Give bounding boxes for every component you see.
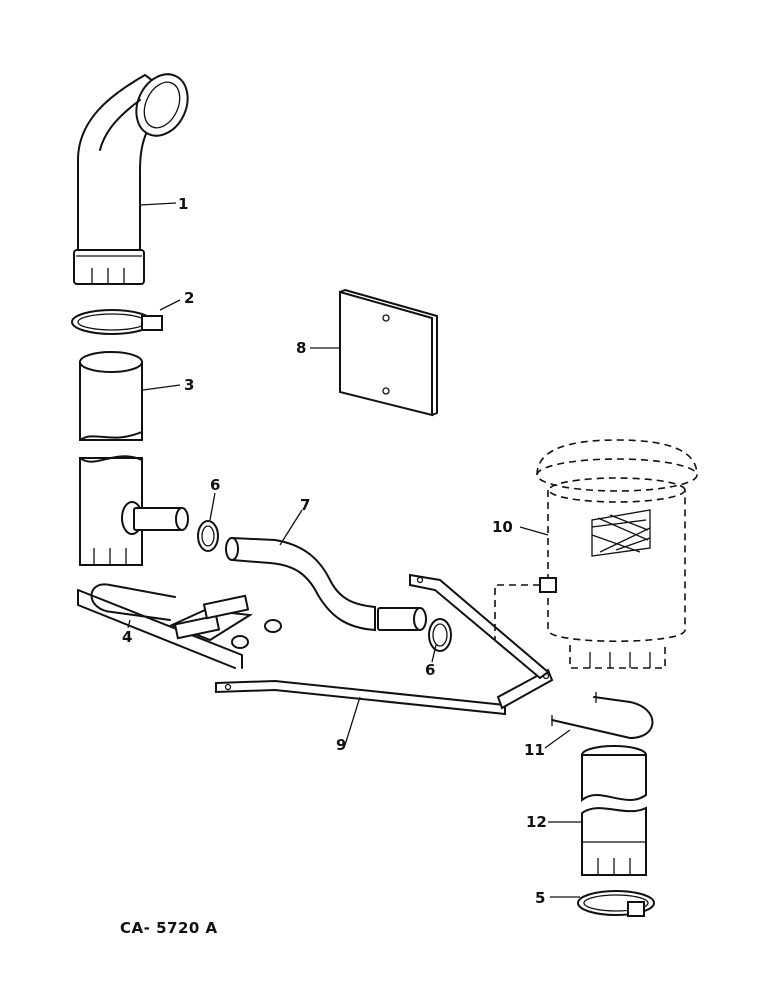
callout-5: 5 xyxy=(535,889,545,907)
callout-1: 1 xyxy=(178,195,188,213)
callout-3: 3 xyxy=(184,376,194,394)
callout-9: 9 xyxy=(336,736,346,754)
clamp-part-6-lower xyxy=(428,618,452,652)
u-bolt-part-11 xyxy=(551,692,654,739)
support-bar-part-9 xyxy=(215,573,554,716)
figure-code: CA- 5720 A xyxy=(120,919,218,937)
callout-11: 11 xyxy=(524,741,545,759)
clamp-part-6-upper xyxy=(197,520,219,552)
bent-pipe-part-7 xyxy=(225,536,427,632)
callout-10: 10 xyxy=(492,518,513,536)
air-cleaner-part-10 xyxy=(494,439,698,669)
callout-2: 2 xyxy=(184,289,194,307)
clamp-part-5 xyxy=(577,890,655,917)
plate-part-8 xyxy=(339,289,438,417)
callout-8: 8 xyxy=(296,339,306,357)
callout-4: 4 xyxy=(122,628,132,646)
callout-7: 7 xyxy=(300,496,310,514)
leader-lines xyxy=(127,202,583,898)
exhaust-elbow-part-1 xyxy=(73,73,189,285)
callout-12: 12 xyxy=(526,813,547,831)
bracket-part-4 xyxy=(77,583,282,669)
pipe-part-12 xyxy=(581,745,647,876)
tee-pipe-part-3 xyxy=(79,351,189,566)
callout-6-lower: 6 xyxy=(425,661,435,679)
callout-6-upper: 6 xyxy=(210,476,220,494)
clamp-part-2 xyxy=(71,309,163,335)
